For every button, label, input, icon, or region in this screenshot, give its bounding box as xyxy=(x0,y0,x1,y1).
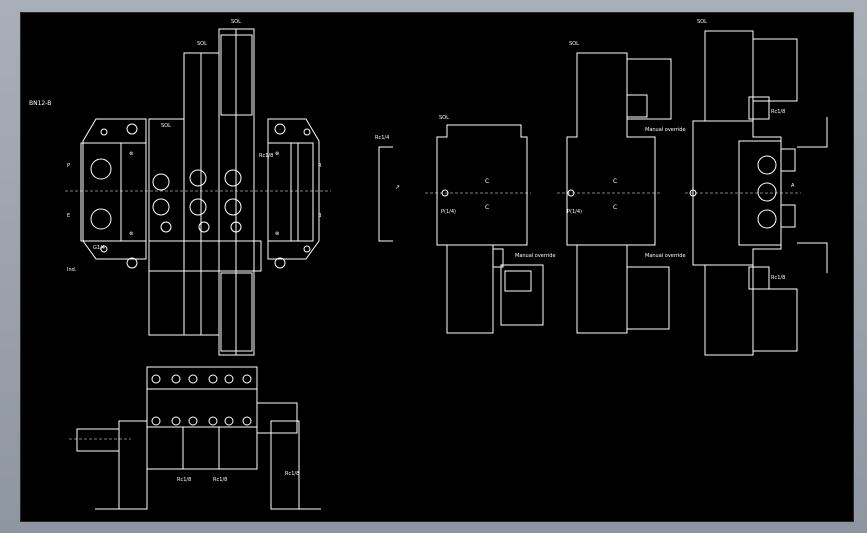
svg-text:⊗: ⊗ xyxy=(275,231,279,237)
bolt-hole xyxy=(100,245,108,253)
end-plate-left xyxy=(82,118,147,260)
svg-text:SOL: SOL xyxy=(197,41,207,47)
svg-text:Rc1/4: Rc1/4 xyxy=(375,135,389,141)
svg-text:P(1/4): P(1/4) xyxy=(441,209,456,215)
svg-text:C: C xyxy=(613,178,617,185)
manifold-front-view: Rc1/8 Rc1/8 Rc1/8 xyxy=(69,366,321,510)
svg-text:A: A xyxy=(791,183,795,189)
bolt-hole xyxy=(303,245,311,253)
manifold-top-view: BN12-B ⊗ ⊗ ⊗ ⊗ xyxy=(29,19,331,356)
port-P xyxy=(90,158,112,180)
svg-text:C: C xyxy=(485,204,489,211)
svg-text:↗: ↗ xyxy=(395,184,400,191)
svg-text:SOL: SOL xyxy=(697,19,707,25)
svg-text:SOL: SOL xyxy=(569,41,579,47)
svg-text:Rc1/8: Rc1/8 xyxy=(285,471,299,477)
svg-text:G1/4: G1/4 xyxy=(93,245,105,251)
valve-side-view-2: C C SOL Manual override Manual override … xyxy=(557,41,686,334)
view-label: BN12-B xyxy=(29,100,51,107)
valve-side-view-1: C C SOL Manual override P(1/4) xyxy=(425,115,556,334)
svg-text:P: P xyxy=(67,163,70,169)
svg-text:C: C xyxy=(485,178,489,185)
bolt-hole xyxy=(303,128,311,136)
svg-text:Rc1/8: Rc1/8 xyxy=(213,477,227,483)
svg-text:Rc1/8: Rc1/8 xyxy=(771,109,785,115)
svg-text:B: B xyxy=(318,213,322,219)
svg-text:⊗: ⊗ xyxy=(129,231,133,237)
svg-text:⊗: ⊗ xyxy=(275,151,279,157)
svg-text:Rc1/8: Rc1/8 xyxy=(259,153,273,159)
bolt-hole xyxy=(126,123,138,135)
svg-text:Manual override: Manual override xyxy=(515,253,556,259)
svg-text:Rc1/8: Rc1/8 xyxy=(177,477,191,483)
svg-text:C: C xyxy=(613,204,617,211)
svg-text:SOL: SOL xyxy=(231,19,241,25)
svg-text:E: E xyxy=(67,213,70,219)
svg-text:⊗: ⊗ xyxy=(129,151,133,157)
svg-text:SOL: SOL xyxy=(439,115,449,121)
bolt-hole xyxy=(126,257,138,269)
svg-text:Manual override: Manual override xyxy=(645,127,686,133)
svg-text:SOL: SOL xyxy=(161,123,171,129)
bolt-hole xyxy=(274,123,286,135)
svg-text:Ind.: Ind. xyxy=(67,267,77,273)
port-E xyxy=(90,208,112,230)
valve-side-view-3: SOL Rc1/8 Rc1/8 A xyxy=(685,19,828,356)
svg-text:Manual override: Manual override xyxy=(645,253,686,259)
cad-drawing: BN12-B ⊗ ⊗ ⊗ ⊗ xyxy=(29,19,828,510)
end-plate-right xyxy=(267,118,320,260)
port-block-left xyxy=(80,142,122,242)
bolt-hole xyxy=(274,257,286,269)
svg-text:Rc1/8: Rc1/8 xyxy=(771,275,785,281)
svg-text:P(1/4): P(1/4) xyxy=(567,209,582,215)
cad-drawing-canvas[interactable]: BN12-B ⊗ ⊗ ⊗ ⊗ xyxy=(20,12,854,522)
valve-station xyxy=(148,118,185,336)
bracket-view: Rc1/4 ↗ xyxy=(375,135,400,242)
svg-text:R: R xyxy=(318,163,322,169)
bolt-hole xyxy=(100,128,108,136)
